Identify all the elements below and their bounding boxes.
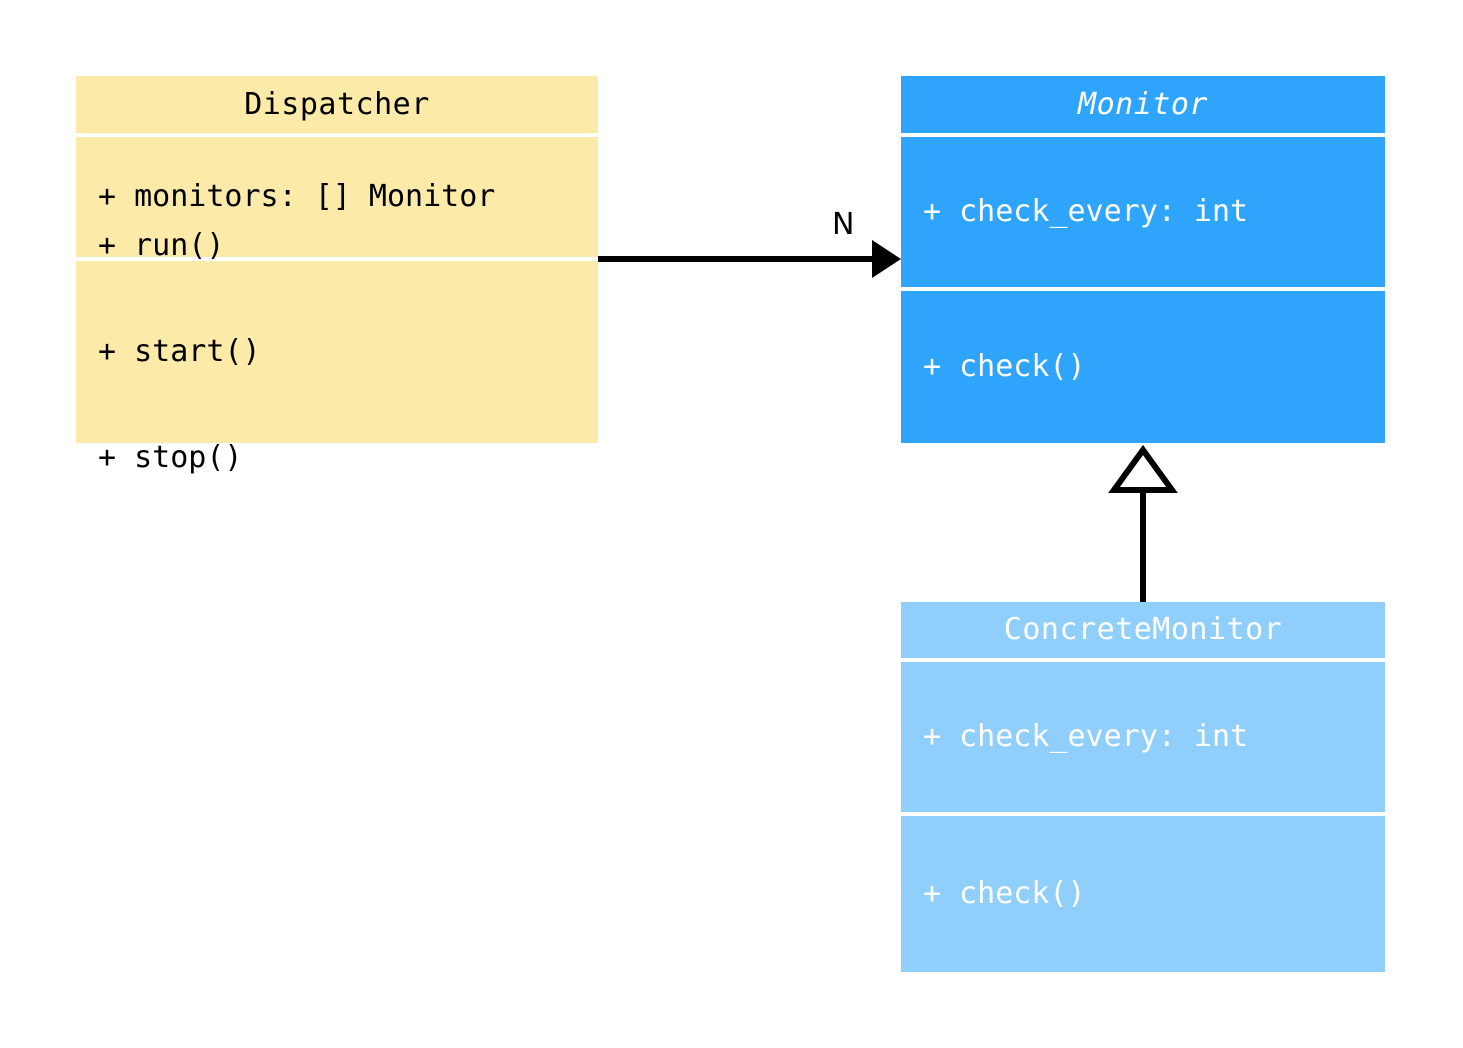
method-item: + check() — [923, 349, 1086, 385]
class-box-monitor[interactable]: Monitor + check_every: int + check() — [901, 76, 1385, 443]
class-box-concretemonitor[interactable]: ConcreteMonitor + check_every: int + che… — [901, 602, 1385, 972]
association-dispatcher-to-monitor — [598, 240, 901, 278]
class-methods-concretemonitor: + check() — [901, 816, 1385, 972]
method-item: + stop() — [98, 440, 243, 476]
class-name-dispatcher: Dispatcher — [244, 86, 430, 122]
class-methods-dispatcher: + run() + start() + stop() — [76, 228, 598, 475]
class-box-dispatcher[interactable]: Dispatcher + monitors: [] Monitor + run(… — [76, 76, 598, 475]
class-name-concretemonitor: ConcreteMonitor — [1003, 612, 1283, 647]
attribute-list: + check_every: int — [901, 649, 1385, 826]
method-item: + check() — [923, 876, 1086, 912]
attribute-list: + monitors: [] Monitor — [76, 109, 598, 286]
class-attributes-monitor: + check_every: int — [901, 137, 1385, 287]
method-list: + run() + start() + stop() — [76, 157, 598, 546]
association-multiplicity-label: N — [832, 207, 855, 242]
class-attributes-dispatcher: + monitors: [] Monitor — [76, 137, 598, 257]
class-header-monitor: Monitor — [901, 76, 1385, 133]
attribute-item: + check_every: int — [923, 719, 1249, 755]
generalization-concretemonitor-to-monitor — [1108, 444, 1178, 602]
method-item: + run() — [98, 228, 225, 264]
association-arrowhead-icon — [872, 240, 901, 278]
generalization-arrowhead-icon — [1108, 444, 1178, 493]
method-list: + check() — [901, 279, 1385, 456]
class-header-concretemonitor: ConcreteMonitor — [901, 602, 1385, 658]
attribute-list: + check_every: int — [901, 124, 1385, 301]
class-methods-monitor: + check() — [901, 291, 1385, 443]
class-attributes-concretemonitor: + check_every: int — [901, 662, 1385, 812]
class-header-dispatcher: Dispatcher — [76, 76, 598, 133]
method-list: + check() — [901, 806, 1385, 983]
class-name-monitor: Monitor — [1078, 86, 1208, 122]
attribute-item: + check_every: int — [923, 194, 1249, 230]
method-item: + start() — [98, 334, 261, 370]
attribute-item: + monitors: [] Monitor — [98, 179, 496, 215]
